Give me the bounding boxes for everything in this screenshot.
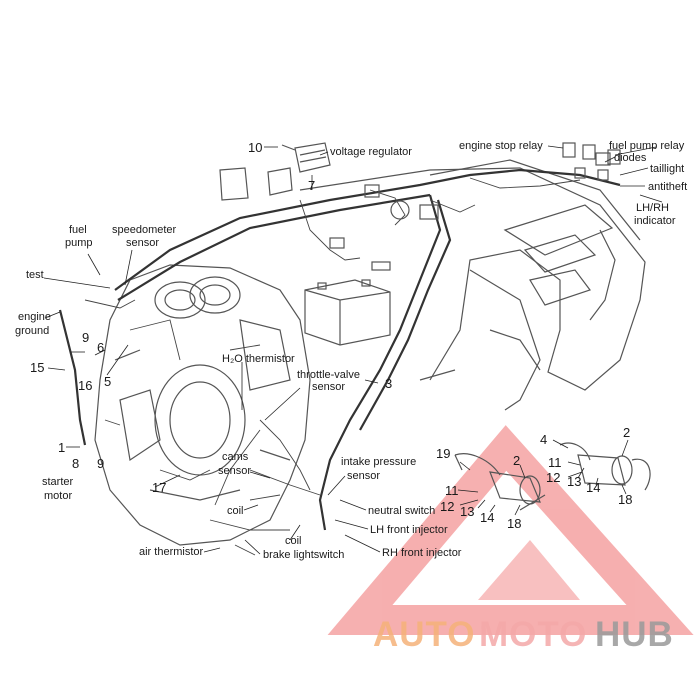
engine-block [94,264,311,546]
label-indicator: indicator [634,215,676,227]
callout-14-left: 14 [480,510,494,525]
label-intake-pressure: intake pressure [341,456,416,468]
label-throttle-sensor: sensor [312,381,345,393]
label-lh-rh: LH/RH [636,202,669,214]
label-h2o-thermistor: H₂O thermistor [222,353,295,365]
watermark-logo: AUTO MOTO HUB [373,615,674,654]
label-engine: engine [18,311,51,323]
callout-12-right: 12 [546,470,560,485]
relays [329,142,621,271]
label-ground: ground [15,325,49,337]
label-diodes: diodes [614,152,647,164]
leader-lines [43,145,663,555]
callout-13-left: 13 [460,504,474,519]
callout-19: 19 [436,446,450,461]
callout-13-right: 13 [567,474,581,489]
label-speedometer-sensor: sensor [126,237,159,249]
watermark-hub: HUB [595,615,674,654]
callout-8: 8 [72,456,79,471]
part-labels: voltage regulator engine stop relay fuel… [15,140,687,561]
label-pump: pump [65,237,93,249]
watermark-triangle [327,425,694,635]
label-motor: motor [44,490,72,502]
label-air-thermistor: air thermistor [139,546,204,558]
label-rh-front-injector: RH front injector [382,547,462,559]
callout-1: 1 [58,440,65,455]
battery [304,279,391,346]
callout-numbers: 10 7 9 6 16 5 15 3 1 8 9 17 19 2 11 12 1… [30,140,632,531]
label-taillight: taillight [650,163,684,175]
callout-18-left: 18 [507,516,521,531]
label-fuel-pump-relay: fuel pump relay [609,140,685,152]
label-test: test [26,269,44,281]
callout-4: 4 [540,432,547,447]
label-cams-sensor: sensor [218,465,251,477]
callout-9-upper: 9 [82,330,89,345]
watermark-auto: AUTO [373,615,476,654]
label-fuel: fuel [69,224,87,236]
label-lh-front-injector: LH front injector [370,524,448,536]
callout-2-right: 2 [623,425,630,440]
engine-detail [104,319,281,501]
label-speedometer: speedometer [112,224,177,236]
callout-14-right: 14 [586,480,600,495]
label-antitheft: antitheft [648,181,687,193]
rear-frame [299,159,646,411]
callout-11-right: 11 [548,455,562,470]
callout-5: 5 [104,374,111,389]
callout-11-left: 11 [445,483,459,498]
label-intake-sensor: sensor [347,470,380,482]
label-coil-1: coil [227,505,244,517]
label-cams: cams [222,451,249,463]
label-neutral-switch: neutral switch [368,505,435,517]
label-brake-lightswitch: brake lightswitch [263,549,344,561]
label-throttle-valve: throttle-valve [297,369,360,381]
callout-6: 6 [97,340,104,355]
callout-18-right: 18 [618,492,632,507]
main-harness [58,168,621,556]
label-starter: starter [42,476,74,488]
callout-9-lower: 9 [97,456,104,471]
callout-17: 17 [152,480,166,495]
callout-12-left: 12 [440,499,454,514]
voltage-regulator-part [219,142,331,201]
watermark-moto: MOTO [479,615,587,654]
callout-15: 15 [30,360,44,375]
label-voltage-regulator: voltage regulator [330,146,412,158]
callout-2-left: 2 [513,453,520,468]
label-coil-2: coil [285,535,302,547]
callout-10: 10 [248,140,262,155]
label-engine-stop-relay: engine stop relay [459,140,543,152]
callout-3: 3 [385,376,392,391]
ignition-coils [454,442,651,511]
callout-16: 16 [78,378,92,393]
callout-7: 7 [308,178,315,193]
